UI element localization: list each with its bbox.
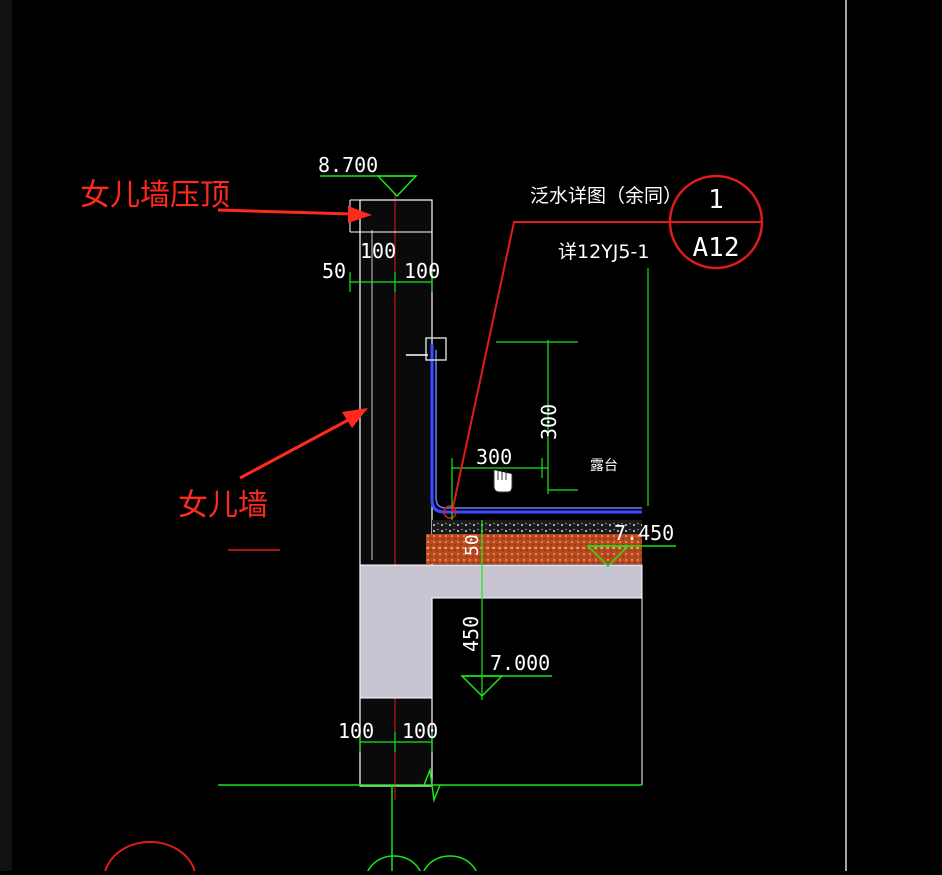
dim-flashing-height: 300 [537, 404, 561, 440]
break-symbol [423, 767, 441, 803]
coping-annotation: 女儿墙压顶 [80, 178, 230, 213]
detail-bubble-number: 1 [708, 185, 724, 215]
dim-left-offset: 50 [322, 259, 346, 283]
coping-arrow-line [217, 208, 353, 216]
detail-bubble-sheet: A12 [693, 233, 740, 263]
wall-arrow-line [239, 416, 353, 480]
dim-base-right: 100 [402, 719, 438, 743]
wall-annotation: 女儿墙 [178, 488, 268, 523]
flashing-termination-bar [425, 337, 447, 361]
callout-leader [451, 221, 670, 513]
grid-bubble-right [421, 855, 479, 875]
coping-arrow-head [348, 206, 372, 223]
insulation-layer [426, 534, 642, 564]
dim-base-left: 100 [338, 719, 374, 743]
wall-arrow-head [342, 408, 368, 428]
elevation-floor-text: 7.000 [490, 651, 550, 675]
protection-layer [432, 520, 642, 534]
callout-origin-marker [443, 505, 457, 519]
hand-cursor-icon [493, 468, 513, 493]
elevation-marker-top [376, 175, 418, 198]
elevation-marker-floor [460, 675, 504, 698]
room-label: 露台 [590, 458, 618, 474]
dim-layer-thickness: 50 [462, 534, 483, 556]
grid-bubble-left [365, 855, 423, 875]
elevation-roof-text: 7.450 [614, 521, 674, 545]
screen-bezel-left [0, 0, 12, 871]
elevation-marker-roof [586, 545, 630, 568]
elevation-top-text: 8.700 [318, 153, 378, 177]
dim-coping-width: 100 [360, 239, 396, 263]
dim-slab-drop: 450 [459, 616, 483, 652]
dim-right-offset: 100 [404, 259, 440, 283]
dim-flashing-width: 300 [476, 445, 512, 469]
partial-detail-bubble [103, 841, 197, 875]
detail-reference: 详12YJ5-1 [558, 241, 649, 263]
detail-title: 泛水详图（余同） [530, 185, 682, 207]
